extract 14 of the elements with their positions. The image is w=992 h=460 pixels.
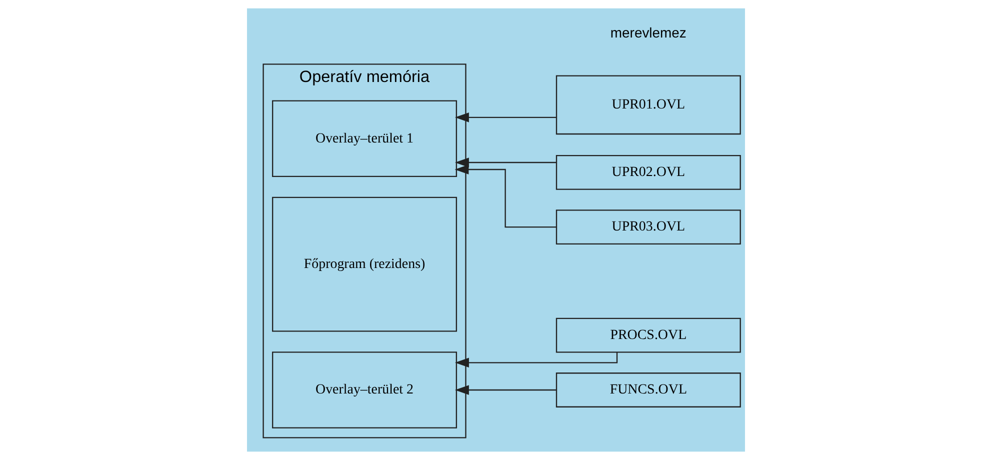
arrow	[454, 112, 556, 122]
arrow	[454, 385, 556, 395]
node-box: UPR02.OVL	[556, 154, 741, 190]
arrow	[454, 164, 556, 228]
node-box: UPR01.OVL	[556, 75, 741, 135]
label: merevlemez	[610, 24, 686, 41]
node-box: Overlay–terület 1	[272, 100, 458, 178]
arrow	[454, 158, 556, 168]
node-box: Főprogram (rezidens)	[272, 196, 458, 332]
node-box: FUNCS.OVL	[556, 372, 741, 408]
node-box: Overlay–terület 2	[272, 352, 458, 428]
arrow	[454, 352, 618, 368]
node-box: PROCS.OVL	[556, 318, 741, 353]
node-box: UPR03.OVL	[556, 210, 741, 245]
